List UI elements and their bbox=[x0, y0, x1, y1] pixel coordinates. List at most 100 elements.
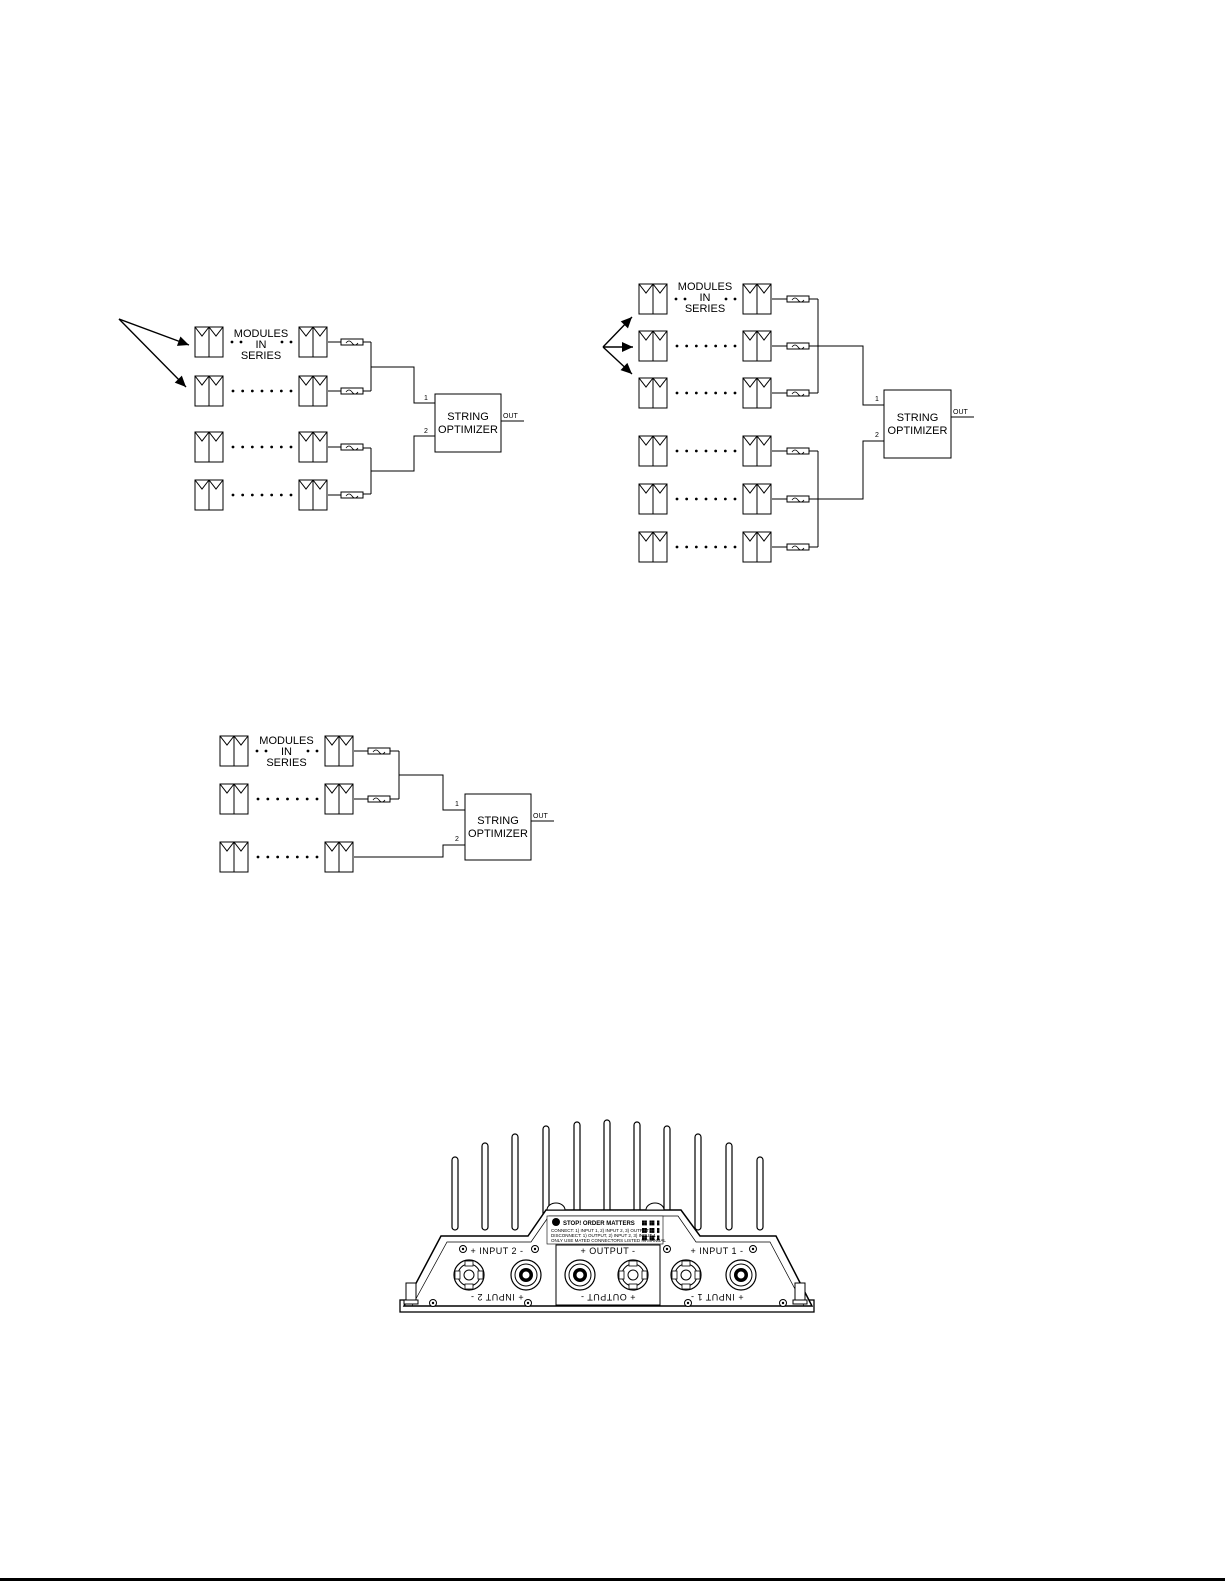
connector-socket-core bbox=[736, 1270, 746, 1280]
module-cell-mark bbox=[652, 483, 668, 494]
pointer-arrow-head bbox=[620, 317, 632, 329]
modules-label-line2: IN bbox=[281, 746, 292, 758]
series-dot bbox=[714, 545, 718, 549]
module-cell-mark bbox=[742, 283, 758, 294]
module-cell-mark bbox=[312, 375, 328, 386]
output-port-frame bbox=[555, 1244, 661, 1306]
fuse-element bbox=[791, 545, 805, 551]
optimizer-label-line1: STRING bbox=[897, 412, 939, 424]
fuse-symbol bbox=[786, 342, 810, 350]
series-dot bbox=[241, 493, 245, 497]
series-dot bbox=[279, 445, 283, 449]
series-dot bbox=[683, 297, 687, 301]
string-optimizer-box bbox=[883, 389, 952, 459]
fuse-element bbox=[345, 340, 359, 346]
module-cell-mark bbox=[194, 326, 210, 337]
module-cell-mark bbox=[219, 783, 235, 794]
warning-text-line3: ONLY USE MATED CONNECTORS LISTED IN MANU… bbox=[551, 1238, 666, 1243]
series-dot bbox=[231, 389, 235, 393]
qr-module bbox=[642, 1228, 645, 1231]
heatsink-fin bbox=[511, 1133, 519, 1231]
mc4-connector bbox=[617, 1259, 649, 1291]
series-dot bbox=[733, 297, 737, 301]
fuse-body bbox=[340, 387, 364, 395]
fuse-body bbox=[340, 338, 364, 346]
optimizer-label-line1: STRING bbox=[477, 815, 519, 827]
warning-icon bbox=[552, 1218, 560, 1226]
module-cell-mark bbox=[208, 431, 224, 442]
module-cell-mark bbox=[742, 435, 758, 446]
module-cell-mark bbox=[324, 783, 340, 794]
series-dot bbox=[694, 344, 698, 348]
series-dot bbox=[733, 449, 737, 453]
fuse-body bbox=[367, 747, 391, 755]
series-dot bbox=[714, 391, 718, 395]
series-dot bbox=[256, 797, 260, 801]
series-dot bbox=[286, 855, 289, 859]
fuse-symbol bbox=[367, 795, 391, 803]
series-dot bbox=[704, 344, 708, 348]
series-dot bbox=[714, 344, 718, 348]
wire bbox=[818, 440, 884, 500]
qr-module bbox=[644, 1235, 647, 1238]
qr-module bbox=[652, 1230, 655, 1233]
qr-module bbox=[649, 1235, 652, 1238]
series-dot bbox=[723, 545, 727, 549]
module-cell-mark bbox=[194, 479, 210, 490]
screw-center bbox=[686, 1301, 690, 1305]
series-dot bbox=[260, 493, 264, 497]
module-cell-mark bbox=[324, 841, 340, 852]
series-dot bbox=[306, 749, 310, 753]
series-dot bbox=[276, 855, 280, 859]
optimizer-label-line2: OPTIMIZER bbox=[438, 424, 498, 436]
fuse-body bbox=[786, 342, 810, 350]
series-dot bbox=[714, 497, 718, 501]
top-bolt bbox=[645, 1202, 665, 1211]
module-cell-mark bbox=[298, 375, 314, 386]
string-optimizer-box bbox=[434, 393, 502, 453]
solar-module bbox=[194, 431, 224, 463]
module-cell-mark bbox=[756, 330, 772, 341]
qr-module bbox=[649, 1230, 652, 1233]
series-dot bbox=[704, 391, 708, 395]
series-dot bbox=[250, 445, 254, 449]
qr-module bbox=[652, 1228, 655, 1231]
qr-module bbox=[657, 1223, 660, 1226]
series-dot bbox=[305, 797, 309, 801]
series-dot bbox=[685, 545, 689, 549]
series-dot bbox=[241, 389, 245, 393]
input-1-label: 1 bbox=[424, 395, 428, 402]
solar-module bbox=[219, 735, 249, 767]
fuse-symbol bbox=[340, 443, 364, 451]
qr-module bbox=[649, 1223, 652, 1226]
qr-module bbox=[657, 1228, 660, 1231]
wire bbox=[818, 345, 884, 406]
optimizer-label-line2: OPTIMIZER bbox=[468, 828, 528, 840]
solar-module bbox=[298, 479, 328, 511]
module-cell-mark bbox=[638, 483, 654, 494]
solar-module bbox=[742, 377, 772, 409]
series-dot bbox=[250, 493, 254, 497]
module-cell-mark bbox=[312, 326, 328, 337]
fuse-body bbox=[786, 543, 810, 551]
qr-module bbox=[642, 1223, 645, 1226]
fuse-element bbox=[345, 445, 359, 451]
series-dot bbox=[270, 445, 274, 449]
fuse-symbol bbox=[786, 543, 810, 551]
qr-module bbox=[644, 1238, 647, 1241]
series-dot bbox=[289, 493, 293, 497]
optimizer-label-line2: OPTIMIZER bbox=[888, 425, 948, 437]
fuse-element bbox=[791, 449, 805, 455]
stud-nut bbox=[403, 1299, 419, 1305]
out-label: OUT bbox=[533, 813, 549, 820]
fuse-symbol bbox=[340, 338, 364, 346]
module-cell-mark bbox=[194, 431, 210, 442]
module-cell-mark bbox=[194, 375, 210, 386]
input-2-label: 2 bbox=[455, 836, 459, 843]
series-dot bbox=[675, 391, 679, 395]
connector-latch bbox=[618, 1270, 625, 1280]
module-cell-mark bbox=[298, 479, 314, 490]
